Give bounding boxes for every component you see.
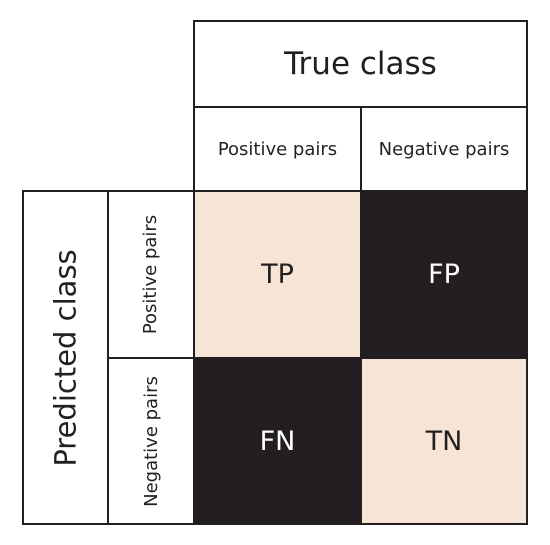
- cell-false-positive: FP: [360, 190, 528, 359]
- predicted-class-title: Predicted class: [48, 248, 83, 467]
- row-header-negative: Negative pairs: [107, 357, 195, 525]
- cell-label-tp: TP: [261, 259, 294, 290]
- column-header-negative: Negative pairs: [360, 106, 528, 192]
- row-label-negative: Negative pairs: [140, 375, 162, 507]
- cell-true-positive: TP: [193, 190, 362, 359]
- column-header-positive: Positive pairs: [193, 106, 362, 192]
- cell-label-tn: TN: [425, 425, 463, 457]
- row-label-positive: Positive pairs: [140, 214, 162, 335]
- column-label-positive: Positive pairs: [217, 138, 338, 160]
- row-header-positive: Positive pairs: [107, 190, 195, 359]
- predicted-class-header: Predicted class: [22, 190, 109, 525]
- cell-label-fn: FN: [259, 425, 296, 457]
- cell-true-negative: TN: [360, 357, 528, 525]
- cell-false-negative: FN: [193, 357, 362, 525]
- true-class-title: True class: [284, 46, 437, 82]
- column-label-negative: Negative pairs: [378, 138, 510, 160]
- true-class-header: True class: [193, 20, 528, 108]
- cell-label-fp: FP: [428, 259, 460, 290]
